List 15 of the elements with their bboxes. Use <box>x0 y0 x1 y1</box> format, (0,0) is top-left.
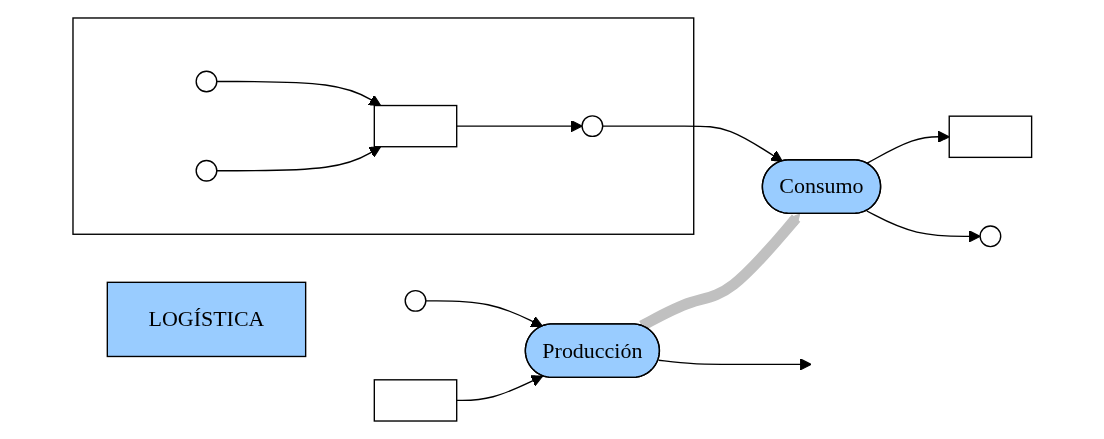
circle-node <box>195 159 218 182</box>
box-node: LOGÍSTICA <box>106 281 307 358</box>
circle-node <box>404 289 427 312</box>
circle-node <box>979 225 1002 248</box>
box-node <box>373 379 458 422</box>
circle-node <box>581 115 604 138</box>
box-node <box>948 115 1032 159</box>
ellipse-node: Consumo <box>761 159 881 214</box>
circle-node <box>195 70 218 93</box>
arrow <box>638 213 800 331</box>
arrow <box>657 358 812 371</box>
container-box <box>72 17 695 235</box>
box-node <box>373 104 458 148</box>
ellipse-node: Producción <box>524 323 660 379</box>
arrow <box>865 210 981 243</box>
